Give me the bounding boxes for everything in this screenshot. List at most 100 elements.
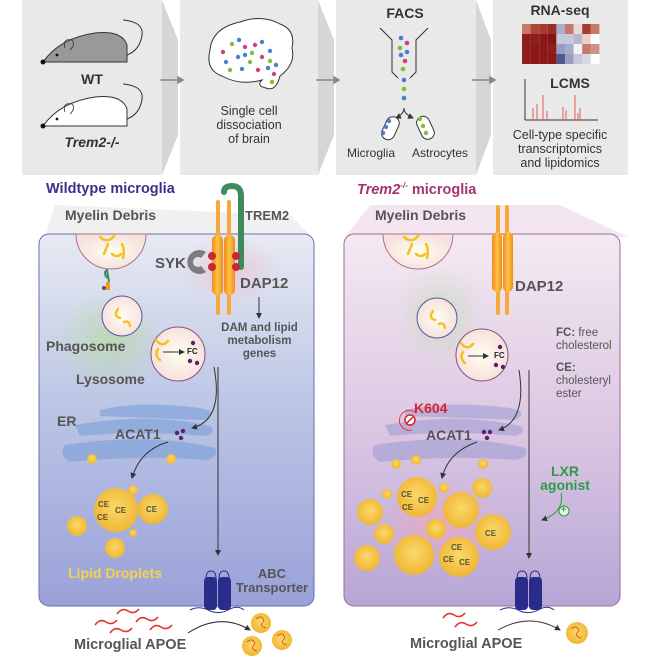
heatmap-cell — [582, 34, 591, 44]
legend: FC: free cholesterol CE: cholesteryl est… — [556, 327, 626, 401]
wt-myelin-vesicle — [75, 233, 147, 270]
abc-transporter-line: ABC — [257, 566, 287, 581]
lysosome — [150, 326, 206, 382]
ko-myelin-label: Myelin Debris — [375, 207, 467, 223]
ko-ce-label: CE — [402, 503, 414, 512]
myelin-fragments — [98, 234, 126, 260]
legend-fc: FC: free — [556, 327, 626, 340]
lxr-line: agonist — [540, 477, 590, 493]
workflow-panel-facs — [336, 0, 476, 175]
heatmap-cell — [547, 54, 557, 64]
heatmap-cell — [590, 54, 600, 64]
ko-abc-transporter-icon — [499, 570, 555, 614]
ko-fc-label: FC — [494, 351, 505, 360]
legend-ce-value1: cholesteryl — [556, 375, 611, 387]
rnaseq-title: RNA-seq — [530, 2, 590, 18]
k604-inhibitor-icon — [399, 409, 416, 431]
ko-title-gene: Trem2 — [357, 181, 401, 198]
heatmap-cell — [590, 44, 600, 54]
panel-chevrons — [162, 0, 491, 175]
lcms-spectrum — [524, 79, 598, 121]
trem2-receptor-icon — [221, 182, 244, 270]
heatmap-cell — [530, 44, 540, 54]
facs-output-microglia: Microglia — [346, 146, 395, 160]
wt-acat1-label: ACAT1 — [115, 426, 161, 442]
heatmap-cell — [530, 24, 540, 34]
rnaseq-heatmap — [522, 24, 600, 64]
wt-fc-label: FC — [187, 347, 198, 356]
heatmap-cell — [590, 34, 600, 44]
heatmap-cell — [573, 34, 583, 44]
heatmap-cell — [539, 54, 548, 64]
heatmap-cell — [590, 24, 600, 34]
workflow-arrows — [160, 75, 497, 85]
lipid-droplets-label: Lipid Droplets — [68, 565, 163, 581]
ko-title-rest: microglia — [407, 181, 477, 198]
wt-apoe-label: Microglial APOE — [74, 637, 187, 653]
heatmap-cell — [539, 44, 548, 54]
heatmap-cell — [573, 24, 583, 34]
facs-cells — [397, 35, 410, 101]
ko-dap12-label: DAP12 — [515, 278, 564, 295]
ko-apoe-label: Microglial APOE — [410, 636, 523, 652]
lysosome-label: Lysosome — [76, 371, 145, 387]
heatmap-cell — [582, 24, 591, 34]
heatmap-cell — [547, 34, 557, 44]
ko-apoe-squiggles — [442, 612, 478, 628]
dam-genes-line: genes — [242, 348, 277, 360]
legend-fc-key: FC: — [556, 327, 576, 339]
wt-mouse-icon — [40, 19, 143, 65]
phospho-sites — [208, 252, 240, 271]
wt-apoe-squiggles — [94, 608, 173, 634]
workflow-panel-mice — [22, 0, 162, 175]
wt-ce-label: CE — [115, 506, 127, 515]
lcms-title: LCMS — [550, 75, 590, 91]
heatmap-cell — [565, 24, 574, 34]
ko-mouse-icon — [40, 83, 143, 129]
syk-icon — [187, 250, 206, 274]
ko-myelin-vesicle — [382, 233, 454, 270]
legend-ce-key: CE: — [556, 362, 576, 374]
dissociation-caption-line: dissociation — [216, 118, 282, 132]
heatmap-cell — [582, 44, 591, 54]
ko-ce-label: CE — [485, 529, 497, 538]
heatmap-cell — [565, 54, 574, 64]
heatmap-cell — [556, 34, 565, 44]
lxr-line: LXR — [551, 463, 579, 479]
er-label: ER — [57, 413, 77, 429]
lxr-agonist-label: LXR agonist — [535, 464, 595, 492]
syk-label: SYK — [155, 255, 186, 272]
heatmap-cell — [539, 24, 548, 34]
heatmap-cell — [565, 44, 574, 54]
ko-title-sup: -/- — [400, 181, 408, 190]
lxr-plus-icon — [558, 505, 570, 517]
dissociation-caption-line: Single cell — [220, 104, 278, 118]
wt-zoom-wedge — [45, 205, 312, 237]
phagosome — [101, 295, 143, 337]
wt-lipid-droplets — [67, 485, 168, 558]
omics-caption-line: Cell-type specific — [512, 128, 608, 142]
wt-abc-transporter-icon — [189, 570, 245, 614]
dam-genes-line: DAM and lipid — [221, 322, 298, 334]
legend-ce-value2: ester — [556, 388, 582, 400]
heatmap-cell — [522, 34, 531, 44]
omics-caption: Cell-type specific transcriptomics and l… — [495, 128, 625, 170]
ko-apoe-particle — [566, 622, 588, 644]
ko-mouse-label: Trem2-/- — [64, 134, 120, 150]
wt-panel-title: Wildtype microglia — [46, 181, 175, 197]
heatmap-cell — [556, 24, 565, 34]
wt-vesicle-trem2-icon — [102, 268, 110, 290]
wt-dap12-icon — [212, 200, 235, 315]
dam-genes-label: DAM and lipid metabolism genes — [212, 322, 307, 361]
dam-genes-line: metabolism — [227, 335, 292, 347]
astrocytes-tube-icon — [416, 115, 435, 140]
ko-dap12-icon — [492, 205, 513, 315]
legend-fc-value2: cholesterol — [556, 340, 612, 352]
ko-phagosome — [416, 297, 458, 339]
ko-panel-title: Trem2-/- microglia — [357, 181, 476, 198]
microglia-tube-icon — [380, 116, 400, 141]
heatmap-cell — [565, 34, 574, 44]
wt-dap12-label: DAP12 — [240, 275, 289, 292]
wt-mouse-label: WT — [81, 71, 103, 87]
